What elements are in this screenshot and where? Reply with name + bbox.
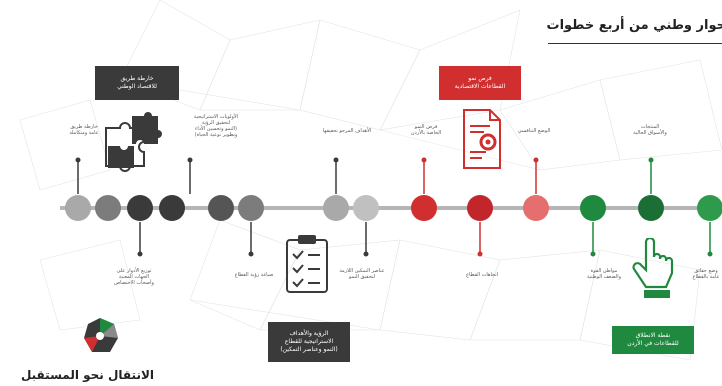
connector-dot bbox=[333, 157, 339, 163]
label-sector-vision: صياغة رؤية القطاع bbox=[234, 272, 274, 278]
growth-box: فرص نمو القطاعات الاقتصادية bbox=[439, 66, 521, 100]
logo-icon bbox=[84, 318, 118, 352]
timeline-node bbox=[238, 195, 264, 221]
title-underline bbox=[548, 43, 722, 44]
timeline-node bbox=[638, 195, 664, 221]
connector-dot bbox=[590, 251, 596, 257]
document-gear-icon bbox=[463, 109, 501, 169]
connector-dot bbox=[707, 251, 713, 257]
roadmap-box-label: خارطة طريق للاقتصاد الوطني bbox=[117, 75, 157, 90]
timeline-node bbox=[580, 195, 606, 221]
connector-dot bbox=[533, 157, 539, 163]
timeline-node bbox=[95, 195, 121, 221]
connector-dot bbox=[648, 157, 654, 163]
roadmap-box: خارطة طريق للاقتصاد الوطني bbox=[95, 66, 179, 100]
launch-box-label: نقطة الانطلاق للقطاعات في الأردن bbox=[627, 332, 679, 347]
label-targets: الأهداف المرجو تحقيقها bbox=[322, 128, 372, 134]
label-competitive-position: الوضع التنافسي bbox=[517, 128, 551, 134]
connector-dot bbox=[363, 251, 369, 257]
pointing-hand-icon bbox=[632, 238, 674, 298]
page-title: حوار وطني من أربع خطوات bbox=[546, 18, 722, 33]
vision-box: الرؤية والأهداف الاستراتيجية للقطاع (الن… bbox=[268, 322, 350, 362]
label-sector-facts: وضع حقائق عامة بالقطاع bbox=[692, 268, 720, 280]
label-growth-opportunities: فرص النمو الخاصة بالأردن bbox=[410, 124, 442, 136]
timeline-node bbox=[411, 195, 437, 221]
label-roadmap-general: خارطة طريق عامة ومتكاملة bbox=[69, 124, 99, 136]
growth-box-label: فرص نمو القطاعات الاقتصادية bbox=[454, 75, 506, 90]
vision-box-label: الرؤية والأهداف الاستراتيجية للقطاع (الن… bbox=[280, 330, 338, 353]
connector-dot bbox=[248, 251, 254, 257]
checklist-icon bbox=[286, 235, 328, 293]
label-strengths-weaknesses: مواطن القوة والضعف الوطنية bbox=[586, 268, 621, 280]
label-strategic-priorities: الأولويات الاستراتيجية لتحقيق الرؤية (ال… bbox=[193, 114, 239, 138]
timeline-node bbox=[697, 195, 722, 221]
timeline-node bbox=[353, 195, 379, 221]
timeline-node bbox=[523, 195, 549, 221]
connector-dot bbox=[477, 251, 483, 257]
timeline-node bbox=[323, 195, 349, 221]
timeline-node bbox=[159, 195, 185, 221]
label-roles-distribution: توزيع الأدوار على الجهات المعنية وأصحاب … bbox=[114, 268, 154, 286]
label-current-products: المنتجات والأسواق الحالية bbox=[633, 124, 667, 136]
label-sector-trends: اتجاهات القطاع bbox=[465, 272, 499, 278]
timeline-node bbox=[127, 195, 153, 221]
connector-dot bbox=[421, 157, 427, 163]
puzzle-icon bbox=[105, 112, 162, 172]
timeline-node bbox=[467, 195, 493, 221]
connector-dot bbox=[75, 157, 81, 163]
logo-text: الانتقال نحو المستقبل bbox=[20, 368, 154, 382]
connector-dot bbox=[187, 157, 193, 163]
label-enablers: عناصر التمكين اللازمة لتحقيق النمو bbox=[339, 268, 385, 280]
launch-box: نقطة الانطلاق للقطاعات في الأردن bbox=[612, 326, 694, 354]
timeline-node bbox=[208, 195, 234, 221]
timeline-node bbox=[65, 195, 91, 221]
connector-dot bbox=[137, 251, 143, 257]
